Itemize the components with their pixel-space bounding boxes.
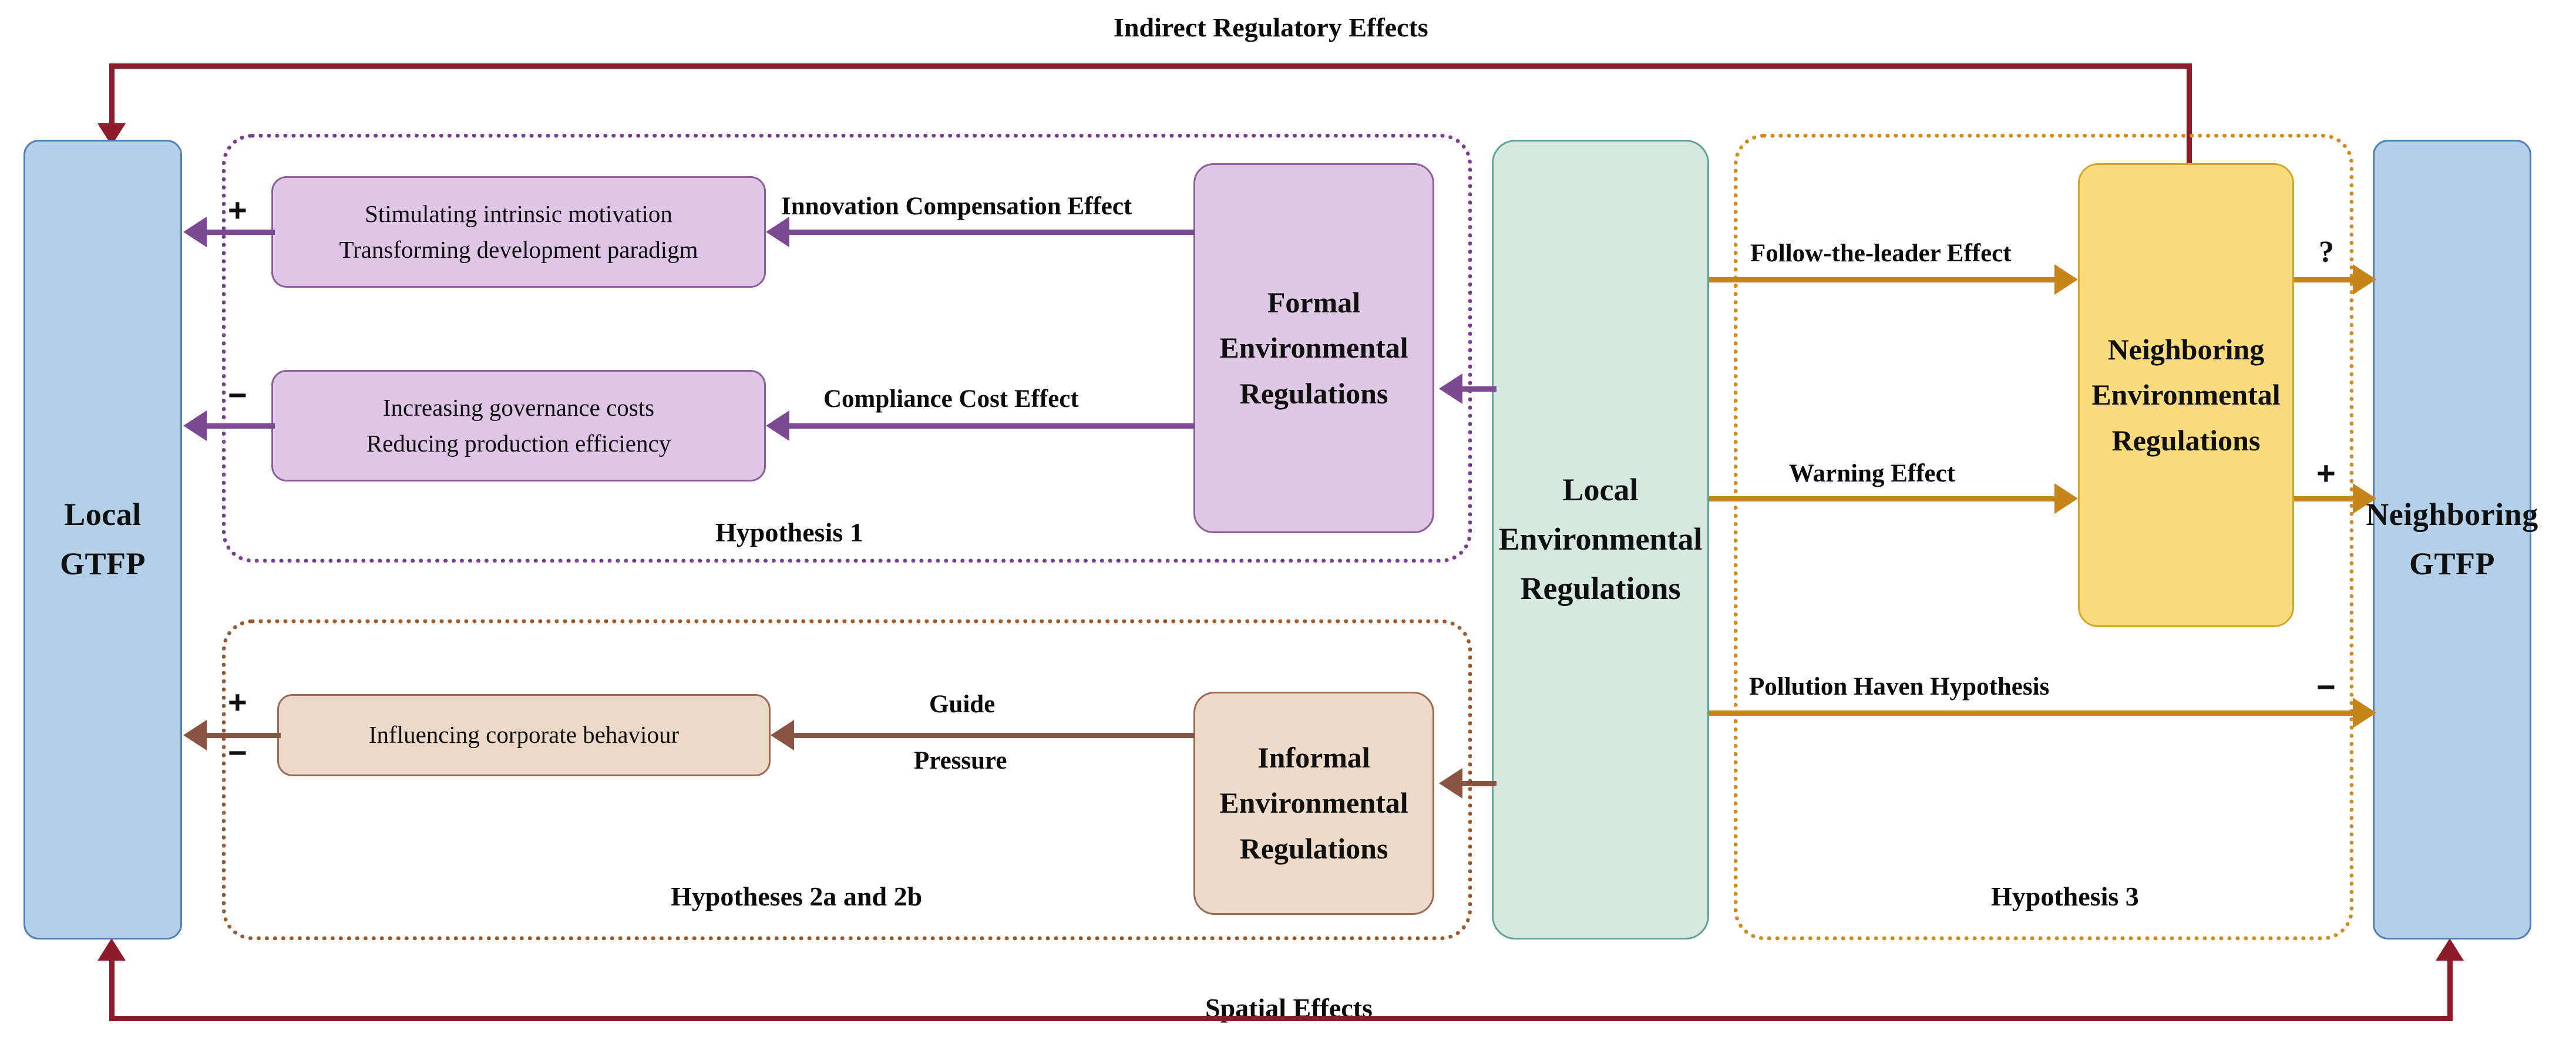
node-formal-environmental-regulations[interactable]: Formal Environmental Regulations bbox=[1193, 163, 1434, 533]
spatial-effects-bottom-line bbox=[109, 1016, 2453, 1021]
edge-innovation-compensation-line bbox=[789, 230, 1195, 235]
neighboring-gtfp-text: Neighboring GTFP bbox=[2366, 497, 2538, 581]
edge-follow-the-leader-line bbox=[1709, 277, 2054, 282]
edge-compliance-cost-line bbox=[789, 423, 1195, 429]
edge-local-to-informal-arrowhead bbox=[1439, 768, 1462, 799]
label-pollution-haven-hypothesis: Pollution Haven Hypothesis bbox=[1749, 673, 2050, 701]
increasing-text: Increasing governance costs Reducing pro… bbox=[366, 393, 671, 457]
edge-neighboring-er-to-gtfp-plus-arrowhead bbox=[2353, 483, 2376, 514]
indirect-effects-right-vline bbox=[2187, 63, 2192, 164]
sign-follow-leader-question: ? bbox=[2319, 235, 2334, 269]
edge-local-to-formal-arrowhead bbox=[1439, 373, 1462, 404]
node-neighboring-gtfp[interactable]: Neighboring GTFP bbox=[2366, 140, 2538, 939]
sign-influencing-plus: + bbox=[228, 683, 247, 720]
indirect-effects-top-line bbox=[109, 63, 2191, 69]
stimulating-text: Stimulating intrinsic motivation Transfo… bbox=[339, 200, 698, 264]
edge-compliance-cost-arrowhead bbox=[766, 410, 789, 441]
hypothesis-3-label: Hypothesis 3 bbox=[1991, 881, 2139, 911]
edge-innovation-compensation-arrowhead bbox=[766, 217, 789, 247]
edge-guide-pressure-line bbox=[794, 733, 1195, 738]
sign-stimulating-plus: + bbox=[228, 191, 247, 228]
spatial-effects-left-arrowhead bbox=[97, 938, 126, 961]
node-influencing-corporate-behaviour[interactable]: Influencing corporate behaviour bbox=[277, 694, 771, 776]
edge-local-to-informal-line bbox=[1462, 781, 1496, 786]
label-compliance-cost-effect: Compliance Cost Effect bbox=[823, 385, 1079, 413]
local-gtfp-text: Local GTFP bbox=[60, 497, 146, 581]
edge-increasing-to-gtfp-line bbox=[207, 423, 275, 429]
node-stimulating-intrinsic-motivation[interactable]: Stimulating intrinsic motivation Transfo… bbox=[271, 176, 766, 288]
influencing-text: Influencing corporate behaviour bbox=[368, 721, 680, 749]
edge-increasing-to-gtfp-arrowhead bbox=[183, 410, 207, 441]
formal-env-reg-text: Formal Environmental Regulations bbox=[1219, 285, 1408, 410]
label-pressure: Pressure bbox=[914, 747, 1007, 774]
edge-stimulating-to-gtfp-line bbox=[207, 230, 275, 235]
neighboring-env-reg-text: Neighboring Environmental Regulations bbox=[2091, 332, 2281, 457]
edge-stimulating-to-gtfp-arrowhead bbox=[183, 217, 207, 247]
informal-env-reg-text: Informal Environmental Regulations bbox=[1219, 740, 1408, 865]
node-local-gtfp[interactable]: Local GTFP bbox=[23, 140, 182, 939]
indirect-effects-left-vline bbox=[109, 63, 115, 128]
spatial-effects-right-arrowhead bbox=[2436, 938, 2464, 961]
hypothesis-1-label: Hypothesis 1 bbox=[715, 517, 863, 547]
hypothesis-3-group bbox=[1734, 134, 2353, 940]
edge-follow-the-leader-arrowhead bbox=[2054, 264, 2078, 295]
node-local-environmental-regulations[interactable]: Local Environmental Regulations bbox=[1492, 140, 1709, 939]
edge-neighboring-er-to-gtfp-q-arrowhead bbox=[2353, 264, 2376, 295]
node-increasing-governance-costs[interactable]: Increasing governance costs Reducing pro… bbox=[271, 370, 766, 481]
top-title: Indirect Regulatory Effects bbox=[1114, 12, 1428, 42]
sign-influencing-minus: − bbox=[228, 734, 247, 771]
sign-warning-plus: + bbox=[2316, 454, 2336, 491]
edge-warning-effect-arrowhead bbox=[2054, 483, 2078, 514]
edge-influencing-to-gtfp-arrowhead bbox=[183, 720, 207, 750]
edge-warning-effect-line bbox=[1709, 496, 2054, 501]
label-follow-the-leader-effect: Follow-the-leader Effect bbox=[1750, 240, 2012, 267]
hypothesis-1-group bbox=[222, 134, 1472, 563]
edge-influencing-to-gtfp-line bbox=[207, 733, 281, 738]
label-warning-effect: Warning Effect bbox=[1789, 460, 1956, 487]
edge-pollution-haven-arrowhead bbox=[2353, 698, 2376, 728]
node-informal-environmental-regulations[interactable]: Informal Environmental Regulations bbox=[1193, 692, 1434, 915]
hypothesis-2-label: Hypotheses 2a and 2b bbox=[671, 881, 923, 911]
local-env-reg-text: Local Environmental Regulations bbox=[1498, 472, 1703, 606]
sign-pollution-haven-minus: − bbox=[2316, 668, 2336, 705]
edge-pollution-haven-line bbox=[1709, 710, 2353, 716]
node-neighboring-environmental-regulations[interactable]: Neighboring Environmental Regulations bbox=[2078, 163, 2294, 627]
label-innovation-compensation-effect: Innovation Compensation Effect bbox=[781, 193, 1132, 220]
label-guide: Guide bbox=[929, 691, 996, 718]
edge-guide-pressure-arrowhead bbox=[771, 720, 794, 750]
edge-local-to-formal-line bbox=[1462, 386, 1496, 392]
edge-neighboring-er-to-gtfp-q-line bbox=[2294, 277, 2353, 282]
spatial-effects-left-vline bbox=[109, 957, 115, 1019]
hypothesis-2-group bbox=[222, 619, 1472, 940]
spatial-effects-right-vline bbox=[2447, 957, 2453, 1019]
edge-neighboring-er-to-gtfp-plus-line bbox=[2294, 496, 2353, 501]
sign-increasing-minus: − bbox=[228, 376, 247, 413]
